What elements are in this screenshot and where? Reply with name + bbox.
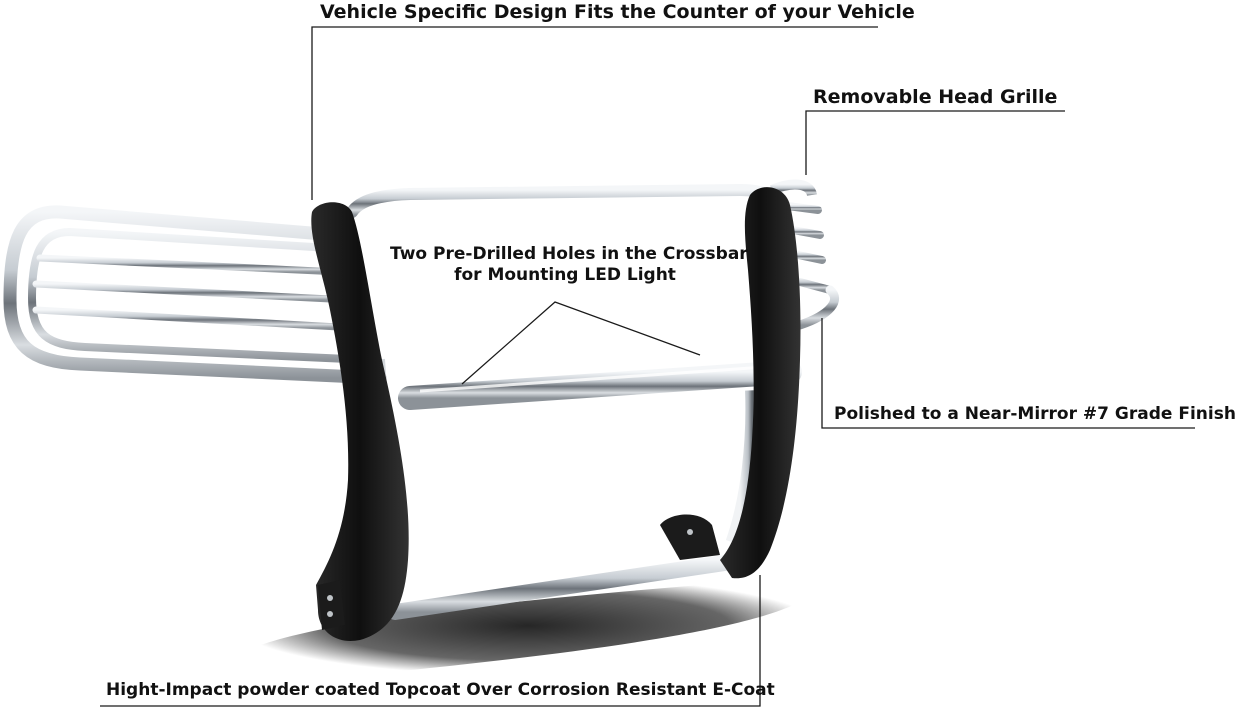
product-annotation-image: Vehicle Specific Design Fits the Counter…: [3, 1, 1236, 707]
callout-holes-line-1: Two Pre-Drilled Holes in the Crossbar: [390, 244, 748, 264]
callout-polished-finish: Polished to a Near-Mirror #7 Grade Finis…: [834, 404, 1236, 424]
top-main-hoop: [346, 183, 788, 221]
ground-shadow: [237, 576, 819, 676]
callout-vehicle-design: Vehicle Specific Design Fits the Counter…: [320, 1, 915, 23]
left-bracket-bolt-2: [327, 611, 333, 617]
left-wing-outer-hoop: [3, 205, 387, 385]
right-bracket-bolt: [687, 529, 693, 535]
grille-guard-illustration: [3, 26, 1195, 707]
left-wing-bar-1: [36, 254, 344, 276]
leader-holes: [461, 301, 701, 385]
callout-leader-lines: [100, 26, 1195, 707]
callout-holes-line-2: for Mounting LED Light: [454, 265, 676, 286]
leader-coating: [100, 575, 761, 707]
callout-head-grille: Removable Head Grille: [813, 86, 1058, 108]
leader-vehicle-design: [311, 26, 878, 200]
leader-head-grille: [805, 110, 1065, 175]
leader-polished: [821, 318, 1195, 429]
callout-powder-coating: Hight-Impact powder coated Topcoat Over …: [106, 680, 775, 700]
left-wing-bar-2: [32, 280, 354, 304]
main-crossbar: [398, 360, 802, 410]
lower-crossbar: [387, 552, 753, 620]
left-bracket-bolt-1: [327, 595, 333, 601]
crossbar-highlight: [419, 364, 781, 393]
left-black-upright: [311, 202, 409, 641]
left-wing-bar-3: [32, 306, 360, 332]
right-mount-bracket: [660, 514, 720, 560]
right-black-upright: [720, 187, 801, 579]
left-wing-inner-hoop: [27, 227, 374, 364]
left-mount-bracket: [318, 580, 345, 630]
callout-pre-drilled-holes: Two Pre-Drilled Holes in the Crossbar fo…: [390, 244, 748, 287]
